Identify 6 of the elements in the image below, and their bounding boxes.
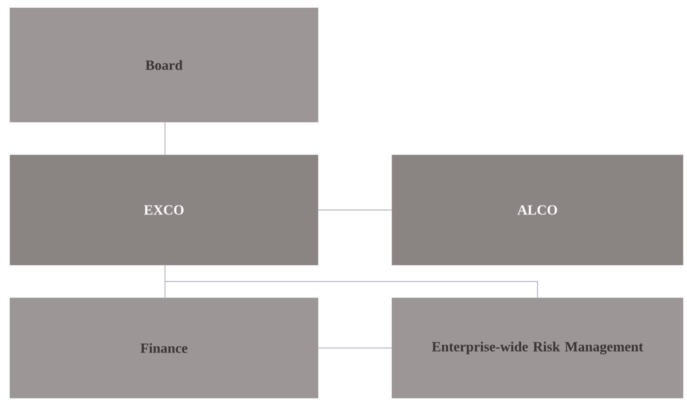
org-box: Board xyxy=(10,8,318,122)
org-box: Enterprise-wide Risk Management xyxy=(392,298,684,398)
org-box: Finance xyxy=(10,298,318,398)
connector-line xyxy=(164,122,166,156)
org-box: EXCO xyxy=(10,154,318,266)
org-box: ALCO xyxy=(392,154,684,266)
